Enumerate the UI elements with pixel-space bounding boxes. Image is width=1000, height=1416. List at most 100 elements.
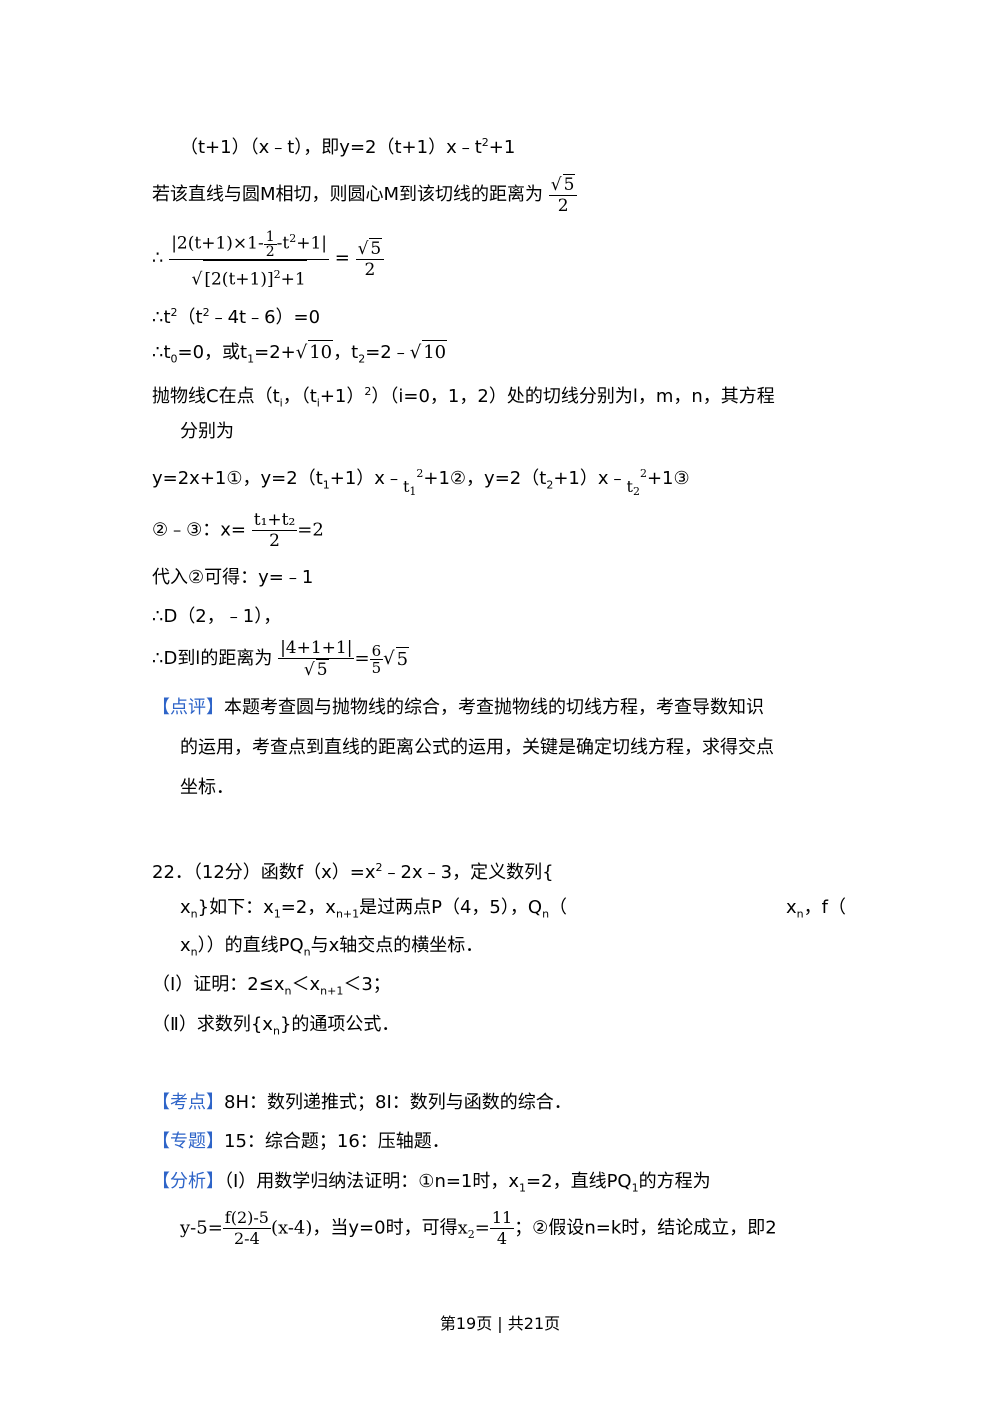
fraction-sqrt5-over-2: √5 2 — [355, 237, 385, 280]
text: 分别为 — [180, 421, 234, 442]
text: +1 — [280, 269, 306, 290]
radicand: 10 — [422, 340, 448, 363]
eq-line-11: ∴D（2，﹣1）， — [152, 605, 281, 629]
sub: 2 — [358, 352, 366, 366]
kaodian-tag: 【考点】 — [152, 1092, 224, 1113]
radicand: 10 — [308, 340, 334, 363]
sup: 2 — [202, 306, 210, 319]
text: 代入②可得：y=﹣1 — [152, 567, 314, 588]
fenxi-tag: 【分析】 — [152, 1171, 224, 1192]
text: （Ⅱ）求数列{x — [152, 1014, 273, 1035]
eq-line-5: ∴t0=0，或t1=2+√10，t2=2﹣√10 — [152, 340, 448, 366]
text: 若该直线与圆M相切，则圆心M到该切线的距离为 — [152, 184, 544, 205]
text: =2，直线PQ — [526, 1171, 632, 1192]
numerator: f(2)-5 — [222, 1208, 271, 1229]
text: （Ⅰ）用数学归纳法证明：①n=1时，x — [224, 1171, 520, 1192]
radicand: 5 — [562, 174, 576, 195]
fraction-sqrt5-over-2: √5 2 — [548, 174, 578, 216]
denominator: 5 — [371, 658, 382, 677]
text: （Ⅰ）证明：2≤x — [152, 974, 285, 995]
numerator: 1 — [263, 228, 277, 245]
text: +1③ — [646, 468, 690, 489]
kaodian-line: 【考点】8H：数列递推式；8I：数列与函数的综合． — [152, 1091, 572, 1115]
text: }如下：x — [197, 897, 274, 918]
text: x — [786, 897, 797, 918]
denominator: 2-4 — [234, 1229, 260, 1248]
numerator: 11 — [489, 1208, 515, 1229]
text: ∴D（2，﹣1）， — [152, 606, 282, 627]
therefore: ∴ — [152, 247, 164, 269]
text: +1 — [488, 137, 516, 158]
text: (x-4) — [270, 1217, 313, 1239]
sub: i — [316, 396, 320, 410]
fenxi-line-2: y-5= f(2)-5 2-4 (x-4)，当y=0时，可得x2= 11 4 ；… — [180, 1208, 777, 1249]
text: （t — [177, 307, 203, 328]
text: （t+1）（x﹣t），即y=2（t+1）x﹣t — [180, 137, 482, 158]
text: +1） — [319, 386, 365, 407]
sub: 1 — [631, 1181, 639, 1195]
sub: n — [284, 984, 292, 998]
text: 的运用，考查点到直线的距离公式的运用，关键是确定切线方程，求得交点 — [180, 737, 774, 758]
q22-line-3: xn））的直线PQn与x轴交点的横坐标． — [180, 934, 483, 965]
text: 与x轴交点的横坐标． — [310, 935, 484, 956]
text: y=2x+1①，y=2（t — [152, 468, 323, 489]
sup: 2 — [364, 385, 372, 398]
numerator: t₁+t₂ — [251, 510, 298, 531]
denominator: 2 — [557, 196, 569, 216]
sub: 1 — [247, 352, 255, 366]
text: ，t — [333, 342, 359, 363]
radicand: 5 — [369, 237, 383, 259]
sub: 1 — [519, 1181, 527, 1195]
sub: n+1 — [320, 984, 344, 998]
equals: = — [354, 648, 370, 669]
sub: 1 — [409, 484, 417, 498]
equals: = — [334, 247, 350, 269]
sub: i — [279, 396, 283, 410]
text: 的方程为 — [638, 1171, 711, 1192]
sup: 2 — [416, 467, 424, 480]
fraction-t1-t2: t₁+t₂ 2 — [251, 510, 298, 551]
page-footer: 第19页 | 共21页 — [439, 1314, 561, 1333]
text: ，（t — [282, 386, 317, 407]
text: = — [474, 1217, 490, 1239]
sub: n+1 — [335, 907, 360, 921]
sup: 2 — [481, 136, 489, 149]
sup: 2 — [375, 861, 383, 874]
sup: 2 — [273, 267, 281, 281]
zhuanti-tag: 【专题】 — [152, 1131, 224, 1152]
text: [2(t+1)] — [204, 269, 274, 290]
q22-part-1: （Ⅰ）证明：2≤xn＜xn+1＜3； — [152, 973, 391, 1004]
eq-line-10: 代入②可得：y=﹣1 — [152, 566, 313, 590]
sub: n — [303, 945, 311, 959]
sub: n — [190, 945, 198, 959]
text: 坐标． — [180, 777, 234, 798]
text: ∴t — [152, 307, 171, 328]
zhuanti-line: 【专题】15：综合题；16：压轴题． — [152, 1130, 450, 1154]
text: ﹣2x﹣3，定义数列{ — [382, 862, 554, 883]
text: x — [457, 1217, 468, 1239]
text: 15：综合题；16：压轴题． — [224, 1131, 450, 1152]
text: ））的直线PQ — [197, 935, 304, 956]
text: ②﹣③：x= — [152, 519, 247, 541]
text: =2，x — [280, 897, 336, 918]
eq-line-6: 抛物线C在点（ti，（ti+1）2）（i=0，1，2）处的切线分别为l，m，n，… — [152, 380, 775, 416]
eq-line-4: ∴t2（t2﹣4t﹣6）=0 — [152, 301, 320, 330]
q22-part-2: （Ⅱ）求数列{xn}的通项公式． — [152, 1013, 399, 1044]
eq-line-12: ∴D到l的距离为 |4+1+1| √5 = 6 5 √5 — [152, 638, 410, 680]
text: （ — [549, 897, 568, 918]
text: 本题考查圆与抛物线的综合，考查抛物线的切线方程，考查导数知识 — [224, 697, 764, 718]
eq-line-2: 若该直线与圆M相切，则圆心M到该切线的距离为 √5 2 — [152, 174, 578, 216]
q22-right: xn，f（ — [786, 896, 846, 927]
review-tag: 【点评】 — [152, 697, 224, 718]
q22-line-2: xn}如下：x1=2，xn+1是过两点P（4，5），Qn（ xn，f（ — [180, 896, 846, 927]
radicand: 5 — [395, 646, 410, 670]
text: |2(t+1)×1- — [171, 233, 264, 254]
sub: 2 — [632, 484, 640, 498]
radicand: 5 — [315, 659, 329, 680]
text: +1）x﹣ — [329, 468, 403, 489]
text: 是过两点P（4，5），Q — [359, 897, 543, 918]
denominator: 4 — [496, 1229, 508, 1248]
q22-line-1: 22．（12分）函数f（x）=x2﹣2x﹣3，定义数列{ — [152, 856, 554, 885]
